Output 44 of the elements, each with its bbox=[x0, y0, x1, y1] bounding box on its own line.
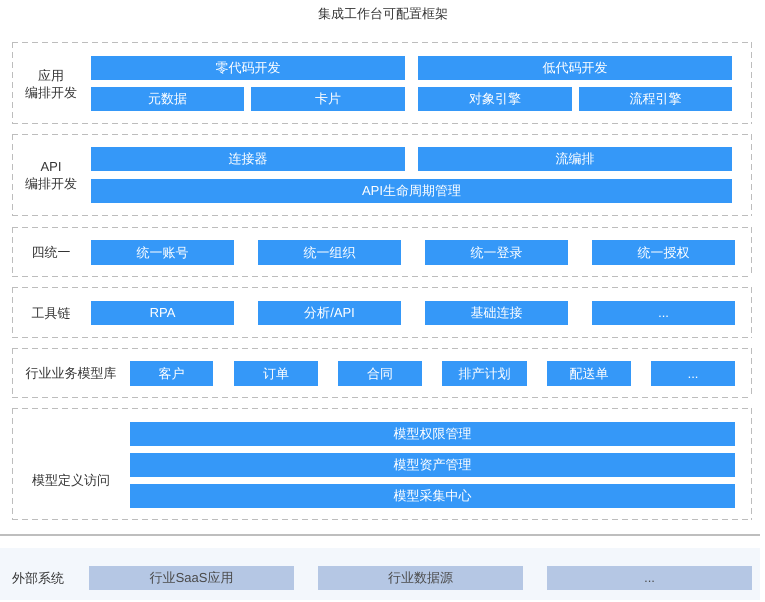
layer-panel bbox=[12, 348, 752, 398]
module-block: 配送单 bbox=[547, 361, 631, 386]
module-block: 排产计划 bbox=[442, 361, 527, 386]
band-label: 外部系统 bbox=[12, 570, 64, 586]
module-block: 统一组织 bbox=[258, 240, 401, 265]
module-block: 统一授权 bbox=[592, 240, 735, 265]
layer-label: API编排开发 bbox=[24, 158, 78, 192]
module-block: 订单 bbox=[234, 361, 318, 386]
module-block: 基础连接 bbox=[425, 301, 568, 325]
module-block: ... bbox=[651, 361, 735, 386]
layer-panel bbox=[12, 42, 752, 124]
layer-panel bbox=[12, 227, 752, 277]
module-block: 低代码开发 bbox=[418, 56, 732, 80]
external-band bbox=[0, 548, 760, 600]
module-block: API生命周期管理 bbox=[91, 179, 732, 203]
module-block: 连接器 bbox=[91, 147, 405, 171]
module-block: 流编排 bbox=[418, 147, 732, 171]
layer-label: 应用编排开发 bbox=[24, 67, 78, 101]
module-block: 元数据 bbox=[91, 87, 244, 111]
external-system-block: ... bbox=[547, 566, 752, 590]
module-block: 模型权限管理 bbox=[130, 422, 735, 446]
module-block: 客户 bbox=[130, 361, 213, 386]
module-block: 统一账号 bbox=[91, 240, 234, 265]
external-system-block: 行业SaaS应用 bbox=[89, 566, 294, 590]
module-block: ... bbox=[592, 301, 735, 325]
module-block: 分析/API bbox=[258, 301, 401, 325]
layer-label: 行业业务模型库 bbox=[26, 364, 116, 382]
layer-panel bbox=[12, 408, 752, 520]
module-block: 零代码开发 bbox=[91, 56, 405, 80]
module-block: 合同 bbox=[338, 361, 422, 386]
module-block: 模型资产管理 bbox=[130, 453, 735, 477]
module-block: 统一登录 bbox=[425, 240, 568, 265]
module-block: 流程引擎 bbox=[579, 87, 732, 111]
layer-label: 四统一 bbox=[32, 244, 70, 260]
layer-panel bbox=[12, 287, 752, 338]
layer-panel bbox=[12, 134, 752, 216]
module-block: 卡片 bbox=[251, 87, 405, 111]
module-block: 模型采集中心 bbox=[130, 484, 735, 508]
module-block: 对象引擎 bbox=[418, 87, 572, 111]
layer-label: 模型定义访问 bbox=[32, 472, 110, 488]
diagram-title: 集成工作台可配置框架 bbox=[318, 6, 448, 22]
module-block: RPA bbox=[91, 301, 234, 325]
layer-label: 工具链 bbox=[32, 304, 70, 322]
external-system-block: 行业数据源 bbox=[318, 566, 523, 590]
